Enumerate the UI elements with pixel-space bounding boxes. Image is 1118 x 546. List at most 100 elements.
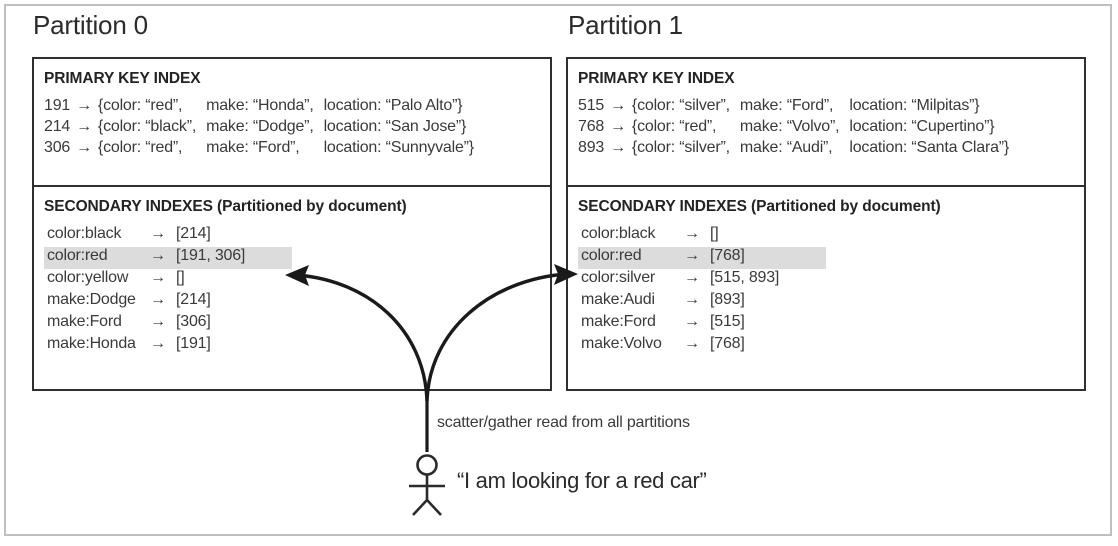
secondary-index-list: color:black → [] color:red → [768] color… xyxy=(578,225,1084,357)
doc-make-field: make: “Audi”, xyxy=(739,139,833,156)
list-item: color:black → [214] xyxy=(44,225,292,247)
doc-color-field: {color: “red”, xyxy=(97,97,183,114)
posting-list: [768] xyxy=(710,335,745,352)
table-row: 893 → {color: “silver”, make: “Audi”, lo… xyxy=(578,139,1009,160)
table-row: 768 → {color: “red”, make: “Volvo”, loca… xyxy=(578,118,1009,139)
primary-key: 191 xyxy=(44,97,71,114)
index-term: color:red xyxy=(581,247,642,264)
maps-to-arrow-icon: → xyxy=(684,335,700,352)
secondary-index-list: color:black → [214] color:red → [191, 30… xyxy=(44,225,550,357)
doc-location-field: location: “Cupertino”} xyxy=(849,118,995,135)
list-item: make:Dodge → [214] xyxy=(44,291,292,313)
list-item-highlighted: color:red → [191, 306] xyxy=(44,247,292,269)
doc-location-field: location: “Sunnyvale”} xyxy=(323,139,475,156)
posting-list: [306] xyxy=(176,313,211,330)
list-item: make:Ford → [306] xyxy=(44,313,292,335)
user-query-quote: “I am looking for a red car” xyxy=(457,468,707,493)
maps-to-arrow-icon: → xyxy=(150,225,166,242)
primary-key: 214 xyxy=(44,118,71,135)
partition-0-secondary-indexes: SECONDARY INDEXES (Partitioned by docume… xyxy=(34,187,550,389)
secondary-indexes-heading: SECONDARY INDEXES (Partitioned by docume… xyxy=(578,198,941,215)
index-term: make:Ford xyxy=(581,313,656,330)
index-term: color:black xyxy=(47,225,122,242)
maps-to-arrow-icon: → xyxy=(610,139,626,156)
doc-location-field: location: “San Jose”} xyxy=(323,118,467,135)
maps-to-arrow-icon: → xyxy=(150,291,166,308)
list-item: color:black → [] xyxy=(578,225,826,247)
index-term: color:black xyxy=(581,225,656,242)
partition-1-box: PRIMARY KEY INDEX 515 → {color: “silver”… xyxy=(566,57,1086,391)
posting-list: [214] xyxy=(176,225,211,242)
posting-list: [191] xyxy=(176,335,211,352)
list-item-highlighted: color:red → [768] xyxy=(578,247,826,269)
maps-to-arrow-icon: → xyxy=(76,118,92,135)
partition-1-primary-key-index: PRIMARY KEY INDEX 515 → {color: “silver”… xyxy=(568,59,1084,187)
maps-to-arrow-icon: → xyxy=(150,335,166,352)
doc-color-field: {color: “red”, xyxy=(631,118,717,135)
maps-to-arrow-icon: → xyxy=(684,225,700,242)
list-item: make:Honda → [191] xyxy=(44,335,292,357)
primary-key: 768 xyxy=(578,118,605,135)
partition-0-primary-key-index: PRIMARY KEY INDEX 191 → {color: “red”, m… xyxy=(34,59,550,187)
maps-to-arrow-icon: → xyxy=(684,247,700,264)
maps-to-arrow-icon: → xyxy=(150,313,166,330)
doc-make-field: make: “Ford”, xyxy=(206,139,300,156)
index-term: make:Volvo xyxy=(581,335,662,352)
posting-list: [515, 893] xyxy=(710,269,780,286)
posting-list: [] xyxy=(176,269,185,286)
doc-make-field: make: “Honda”, xyxy=(206,97,314,114)
index-term: make:Dodge xyxy=(47,291,136,308)
maps-to-arrow-icon: → xyxy=(610,97,626,114)
doc-color-field: {color: “silver”, xyxy=(631,97,730,114)
primary-key-index-table: 191 → {color: “red”, make: “Honda”, loca… xyxy=(44,97,474,160)
scatter-gather-caption: scatter/gather read from all partitions xyxy=(437,414,690,431)
doc-location-field: location: “Santa Clara”} xyxy=(849,139,1010,156)
list-item: make:Volvo → [768] xyxy=(578,335,826,357)
table-row: 214 → {color: “black”, make: “Dodge”, lo… xyxy=(44,118,474,139)
posting-list: [515] xyxy=(710,313,745,330)
maps-to-arrow-icon: → xyxy=(150,269,166,286)
partition-1-secondary-indexes: SECONDARY INDEXES (Partitioned by docume… xyxy=(568,187,1084,389)
maps-to-arrow-icon: → xyxy=(684,313,700,330)
doc-location-field: location: “Palo Alto”} xyxy=(323,97,463,114)
list-item: color:silver → [515, 893] xyxy=(578,269,826,291)
index-term: make:Audi xyxy=(581,291,655,308)
maps-to-arrow-icon: → xyxy=(76,97,92,114)
doc-make-field: make: “Dodge”, xyxy=(206,118,314,135)
index-term: color:red xyxy=(47,247,108,264)
posting-list: [768] xyxy=(710,247,745,264)
list-item: color:yellow → [] xyxy=(44,269,292,291)
secondary-indexes-heading: SECONDARY INDEXES (Partitioned by docume… xyxy=(44,198,407,215)
index-term: make:Ford xyxy=(47,313,122,330)
partition-1-title: Partition 1 xyxy=(568,10,683,40)
list-item: make:Audi → [893] xyxy=(578,291,826,313)
primary-key: 893 xyxy=(578,139,605,156)
primary-key-index-heading: PRIMARY KEY INDEX xyxy=(44,70,201,87)
maps-to-arrow-icon: → xyxy=(684,291,700,308)
primary-key: 515 xyxy=(578,97,605,114)
partition-0-box: PRIMARY KEY INDEX 191 → {color: “red”, m… xyxy=(32,57,552,391)
maps-to-arrow-icon: → xyxy=(150,247,166,264)
posting-list: [214] xyxy=(176,291,211,308)
posting-list: [893] xyxy=(710,291,745,308)
maps-to-arrow-icon: → xyxy=(76,139,92,156)
table-row: 191 → {color: “red”, make: “Honda”, loca… xyxy=(44,97,474,118)
doc-make-field: make: “Ford”, xyxy=(739,97,834,114)
partition-0-title: Partition 0 xyxy=(33,10,148,40)
list-item: make:Ford → [515] xyxy=(578,313,826,335)
primary-key-index-heading: PRIMARY KEY INDEX xyxy=(578,70,735,87)
doc-color-field: {color: “black”, xyxy=(97,118,197,135)
doc-make-field: make: “Volvo”, xyxy=(739,118,840,135)
index-term: color:silver xyxy=(581,269,656,286)
index-term: make:Honda xyxy=(47,335,136,352)
maps-to-arrow-icon: → xyxy=(610,118,626,135)
primary-key: 306 xyxy=(44,139,71,156)
primary-key-index-table: 515 → {color: “silver”, make: “Ford”, lo… xyxy=(578,97,1009,160)
posting-list: [191, 306] xyxy=(176,247,246,264)
doc-color-field: {color: “silver”, xyxy=(631,139,730,156)
doc-color-field: {color: “red”, xyxy=(97,139,183,156)
table-row: 515 → {color: “silver”, make: “Ford”, lo… xyxy=(578,97,1009,118)
maps-to-arrow-icon: → xyxy=(684,269,700,286)
posting-list: [] xyxy=(710,225,719,242)
